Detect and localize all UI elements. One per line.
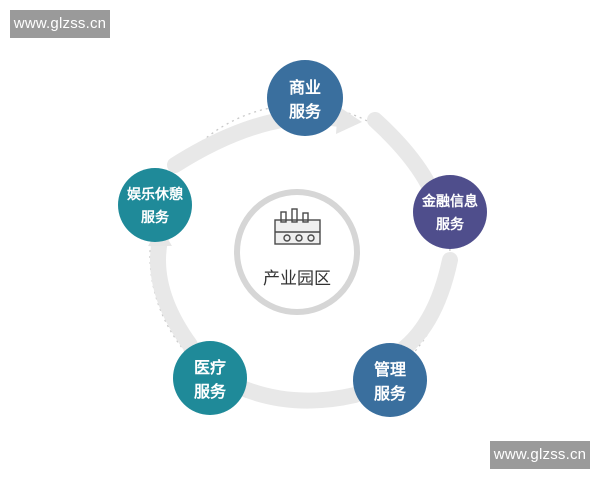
node-management-circle <box>353 343 427 417</box>
arrow-to-management <box>387 252 458 363</box>
node-management-line2: 服务 <box>374 384 407 403</box>
arrowhead-commercial <box>336 106 362 134</box>
node-management: 管理 服务 <box>353 343 427 417</box>
node-commercial: 商业 服务 <box>267 60 343 136</box>
watermark-bottom: www.glzss.cn <box>490 441 590 469</box>
factory-icon <box>274 208 321 245</box>
arrow-to-entertainment <box>150 232 198 353</box>
node-medical-line2: 服务 <box>194 382 227 401</box>
node-finance-line1: 金融信息 <box>421 193 478 210</box>
node-management-line1: 管理 <box>374 360 406 379</box>
node-entertainment-line1: 娱乐休憩 <box>127 186 183 203</box>
center-label: 产业园区 <box>263 269 331 289</box>
node-finance-line2: 服务 <box>436 216 465 233</box>
watermark-top: www.glzss.cn <box>10 10 110 38</box>
node-commercial-line2: 服务 <box>289 102 322 121</box>
node-entertainment: 娱乐休憩 服务 <box>118 168 192 242</box>
node-medical: 医疗 服务 <box>173 341 247 415</box>
node-medical-circle <box>173 341 247 415</box>
node-commercial-circle <box>267 60 343 136</box>
node-finance-circle <box>413 175 487 249</box>
node-medical-line1: 医疗 <box>194 358 226 377</box>
node-entertainment-circle <box>118 168 192 242</box>
node-finance: 金融信息 服务 <box>413 175 487 249</box>
center-circle <box>234 189 360 315</box>
arrow-to-medical <box>227 377 363 409</box>
node-entertainment-line2: 服务 <box>141 209 170 226</box>
node-commercial-line1: 商业 <box>289 78 321 97</box>
